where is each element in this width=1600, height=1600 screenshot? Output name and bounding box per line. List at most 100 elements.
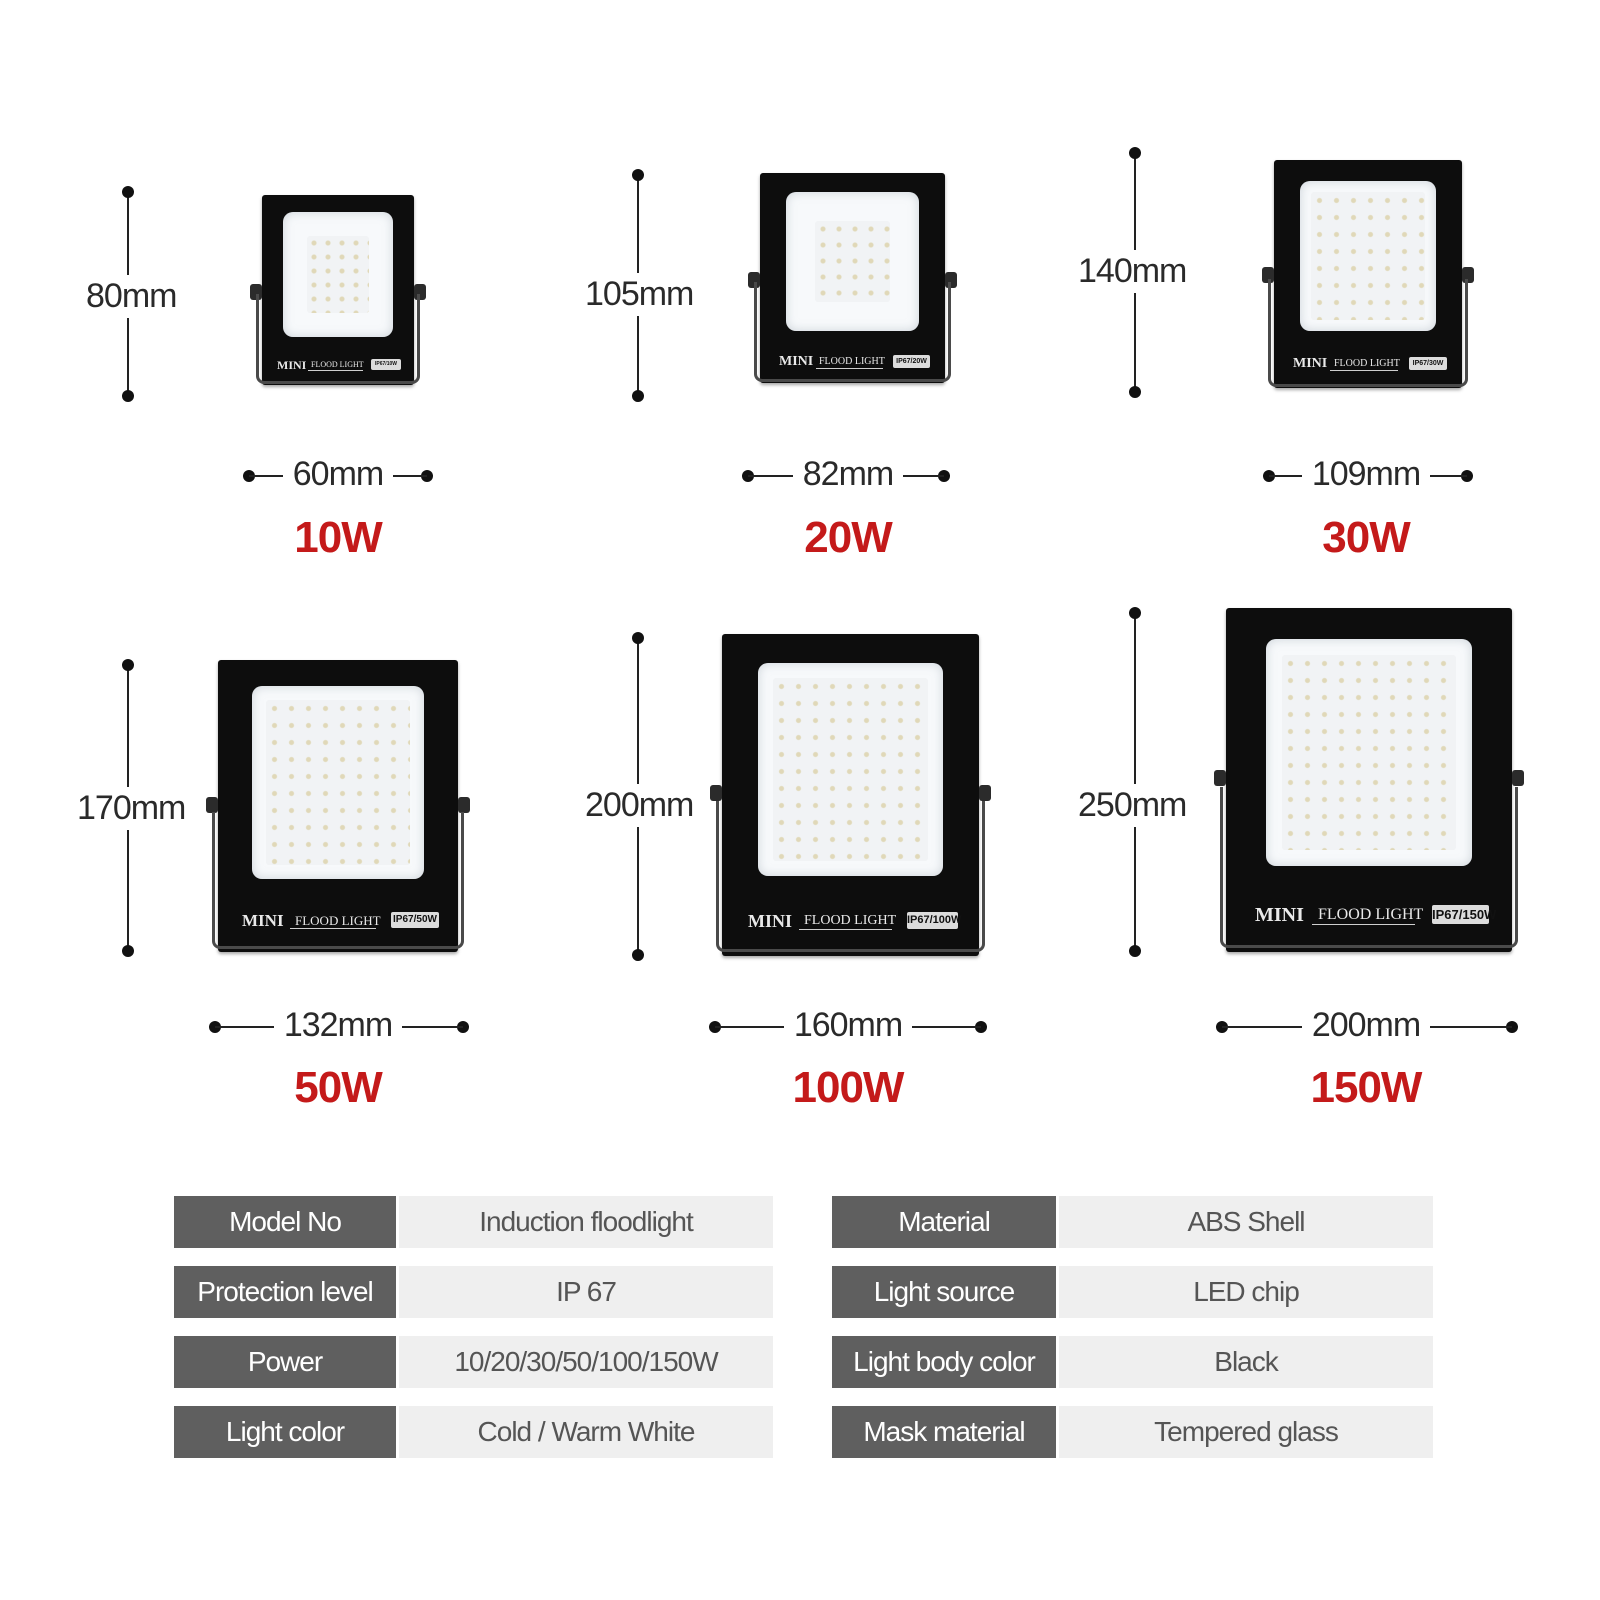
led-chip-array [1311, 192, 1425, 320]
mount-knob [458, 797, 470, 813]
led-chip-array [307, 236, 369, 313]
led-chip-array [815, 221, 890, 302]
power-rating: 100W [792, 1063, 905, 1112]
spec-value: 10/20/30/50/100/150W [399, 1336, 773, 1388]
divider [799, 929, 892, 930]
spec-value: Tempered glass [1059, 1406, 1433, 1458]
series-mark: MINI [1255, 904, 1304, 926]
led-chip-array [1282, 655, 1456, 850]
width-label: 160mm [793, 1006, 903, 1044]
rating-tag: IP67/10W [371, 359, 401, 370]
mount-knob [710, 785, 722, 801]
mount-knob [979, 785, 991, 801]
width-dimension-line [912, 1026, 981, 1028]
rating-tag: IP67/30W [1409, 357, 1447, 370]
floodlight-image: MINI FLOOD LIGHT IP67/20W [748, 173, 957, 383]
divider [816, 368, 883, 369]
led-panel [252, 686, 424, 879]
width-label: 109mm [1311, 455, 1421, 493]
mount-knob [206, 797, 218, 813]
divider [290, 928, 376, 929]
mount-bracket [256, 294, 420, 384]
rating-tag: IP67/150W [1432, 905, 1497, 924]
mount-knob [1512, 770, 1524, 786]
spec-value: IP 67 [399, 1266, 773, 1318]
spec-label: Model No [174, 1196, 396, 1248]
dimension-endpoint-dot [1461, 470, 1473, 482]
led-panel [786, 192, 919, 331]
floodlight-image: MINI FLOOD LIGHT IP67/50W [206, 660, 470, 952]
dimension-endpoint-dot [1506, 1021, 1518, 1033]
width-dimension-line [215, 1026, 274, 1028]
spec-label: Light color [174, 1406, 396, 1458]
dimension-endpoint-dot [632, 390, 644, 402]
width-dimension-line [748, 475, 793, 477]
power-rating: 30W [1322, 513, 1410, 562]
height-label: 170mm [77, 787, 186, 830]
height-label: 80mm [86, 275, 177, 318]
power-rating: 10W [294, 513, 382, 562]
width-dimension-line [393, 475, 427, 477]
product-line-mark: FLOOD LIGHT [311, 360, 364, 369]
led-chip-array [266, 700, 410, 865]
spec-label: Mask material [832, 1406, 1056, 1458]
power-rating: 20W [804, 513, 892, 562]
mount-bracket [1268, 279, 1468, 387]
width-dimension-line [715, 1026, 784, 1028]
led-panel [283, 212, 393, 337]
height-dimension-line [1134, 613, 1136, 951]
dimension-endpoint-dot [1129, 147, 1141, 159]
dimension-endpoint-dot [632, 169, 644, 181]
rating-tag: IP67/100W [907, 912, 961, 929]
mount-bracket [754, 282, 951, 382]
width-label: 82mm [802, 455, 894, 493]
product-line-mark: FLOOD LIGHT [819, 356, 885, 367]
width-label: 132mm [283, 1006, 393, 1044]
mount-bracket [212, 812, 464, 949]
series-mark: MINI [1293, 356, 1328, 371]
product-line-mark: FLOOD LIGHT [295, 913, 381, 928]
dimension-endpoint-dot [1129, 945, 1141, 957]
width-dimension-line [1222, 1026, 1302, 1028]
divider [1312, 924, 1415, 925]
width-dimension-line [1269, 475, 1302, 477]
led-chip-array [773, 678, 928, 861]
spec-value: Induction floodlight [399, 1196, 773, 1248]
mount-bracket [716, 801, 985, 952]
series-mark: MINI [779, 354, 814, 369]
power-rating: 50W [294, 1063, 382, 1112]
series-mark: MINI [242, 911, 284, 930]
width-dimension-line [903, 475, 944, 477]
dimension-endpoint-dot [975, 1021, 987, 1033]
dimension-endpoint-dot [1129, 386, 1141, 398]
dimension-endpoint-dot [122, 390, 134, 402]
power-rating: 150W [1310, 1063, 1423, 1112]
series-mark: MINI [748, 911, 792, 931]
spec-label: Light source [832, 1266, 1056, 1318]
width-label: 60mm [292, 455, 384, 493]
dimension-endpoint-dot [122, 659, 134, 671]
rating-tag: IP67/50W [391, 912, 439, 928]
dimension-endpoint-dot [421, 470, 433, 482]
dimension-endpoint-dot [632, 949, 644, 961]
rating-tag: IP67/20W [893, 355, 930, 368]
dimension-endpoint-dot [1129, 607, 1141, 619]
dimension-endpoint-dot [122, 186, 134, 198]
width-label: 200mm [1311, 1006, 1421, 1044]
dimension-endpoint-dot [938, 470, 950, 482]
dimension-endpoint-dot [632, 632, 644, 644]
spec-label: Protection level [174, 1266, 396, 1318]
dimension-endpoint-dot [122, 945, 134, 957]
spec-label: Material [832, 1196, 1056, 1248]
product-line-mark: FLOOD LIGHT [1318, 906, 1424, 923]
height-label: 200mm [585, 784, 694, 827]
mount-knob [1214, 770, 1226, 786]
spec-label: Power [174, 1336, 396, 1388]
mount-bracket [1220, 787, 1518, 948]
height-label: 105mm [585, 273, 694, 316]
divider [1330, 370, 1398, 371]
led-panel [1300, 181, 1436, 331]
spec-value: LED chip [1059, 1266, 1433, 1318]
